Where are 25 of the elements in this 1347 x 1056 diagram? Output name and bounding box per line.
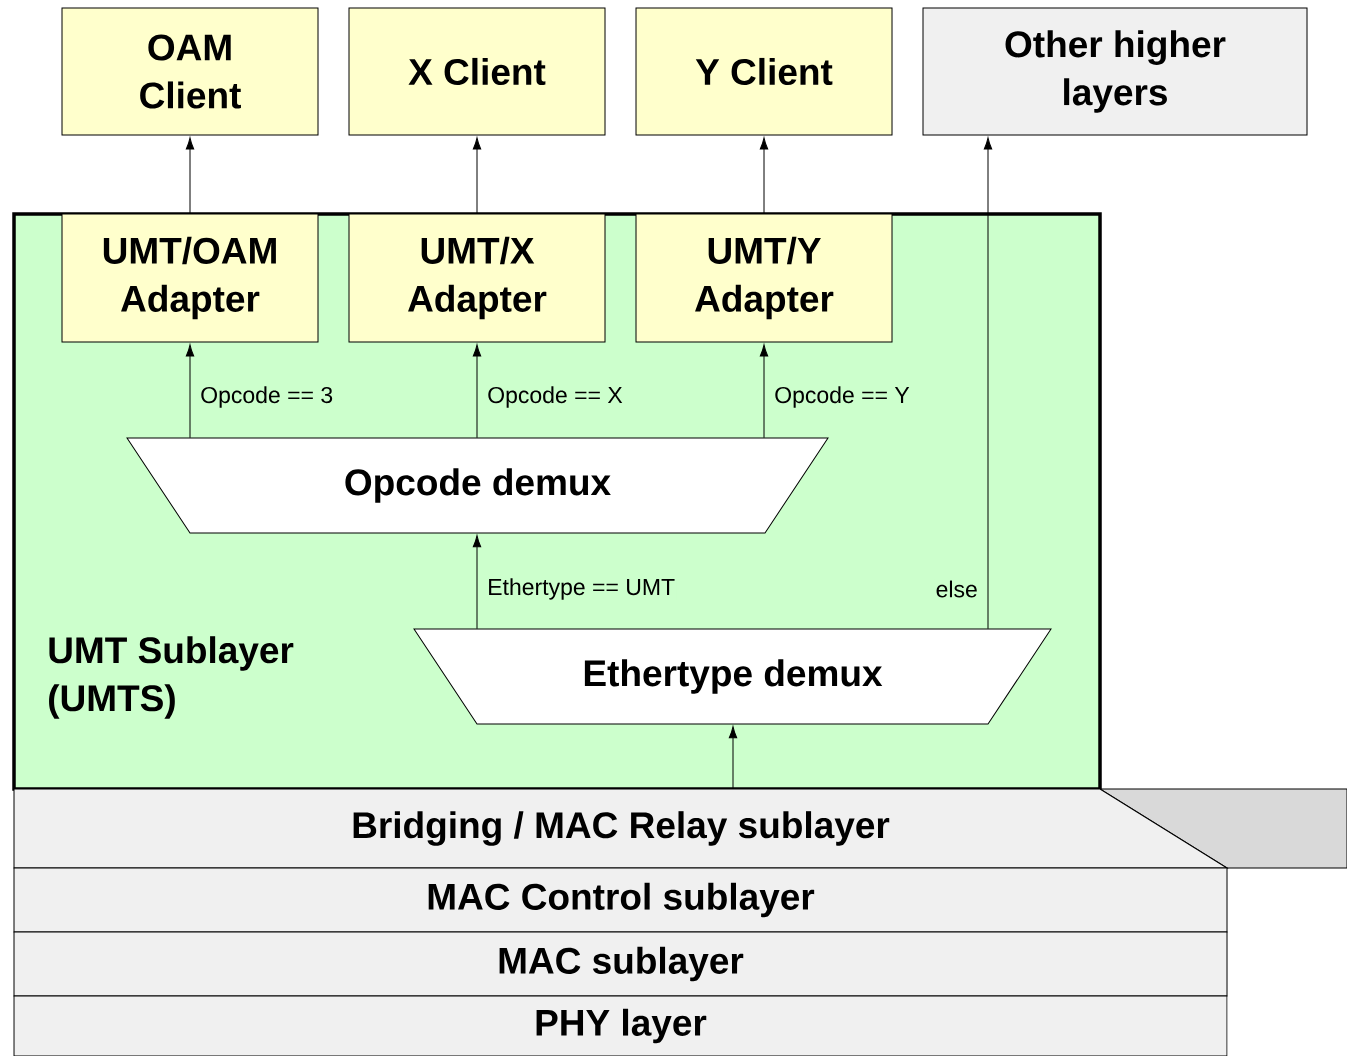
- sublayer-band: MAC Control sublayer: [13, 867, 1228, 933]
- arrow: [472, 344, 482, 439]
- arrow: [185, 137, 195, 214]
- sublayer-band: MAC sublayer: [13, 931, 1228, 997]
- adapter-box: UMT/X Adapter: [348, 213, 606, 343]
- client-box: Y Client: [635, 7, 893, 136]
- layer-box: Other higher layers: [922, 7, 1308, 136]
- edge-label: Ethertype == UMT: [486, 577, 677, 601]
- edge-label: Opcode == Y: [773, 385, 911, 409]
- arrow: [472, 137, 482, 214]
- arrow: [185, 344, 195, 439]
- edge-label: Opcode == 3: [199, 385, 335, 409]
- arrow: [472, 535, 482, 630]
- edge-label: Opcode == X: [486, 385, 624, 409]
- adapter-box: UMT/Y Adapter: [635, 213, 893, 343]
- arrow: [983, 137, 993, 630]
- arrow: [759, 344, 769, 439]
- arrow: [728, 726, 738, 790]
- sublayer-band: Bridging / MAC Relay sublayer: [13, 788, 1228, 869]
- demux-trapezoid: Opcode demux: [126, 437, 829, 534]
- client-box: X Client: [348, 7, 606, 136]
- arrow: [759, 137, 769, 214]
- sublayer-band: PHY layer: [13, 995, 1228, 1056]
- adapter-box: UMT/OAM Adapter: [61, 213, 319, 343]
- client-box: OAM Client: [61, 7, 319, 136]
